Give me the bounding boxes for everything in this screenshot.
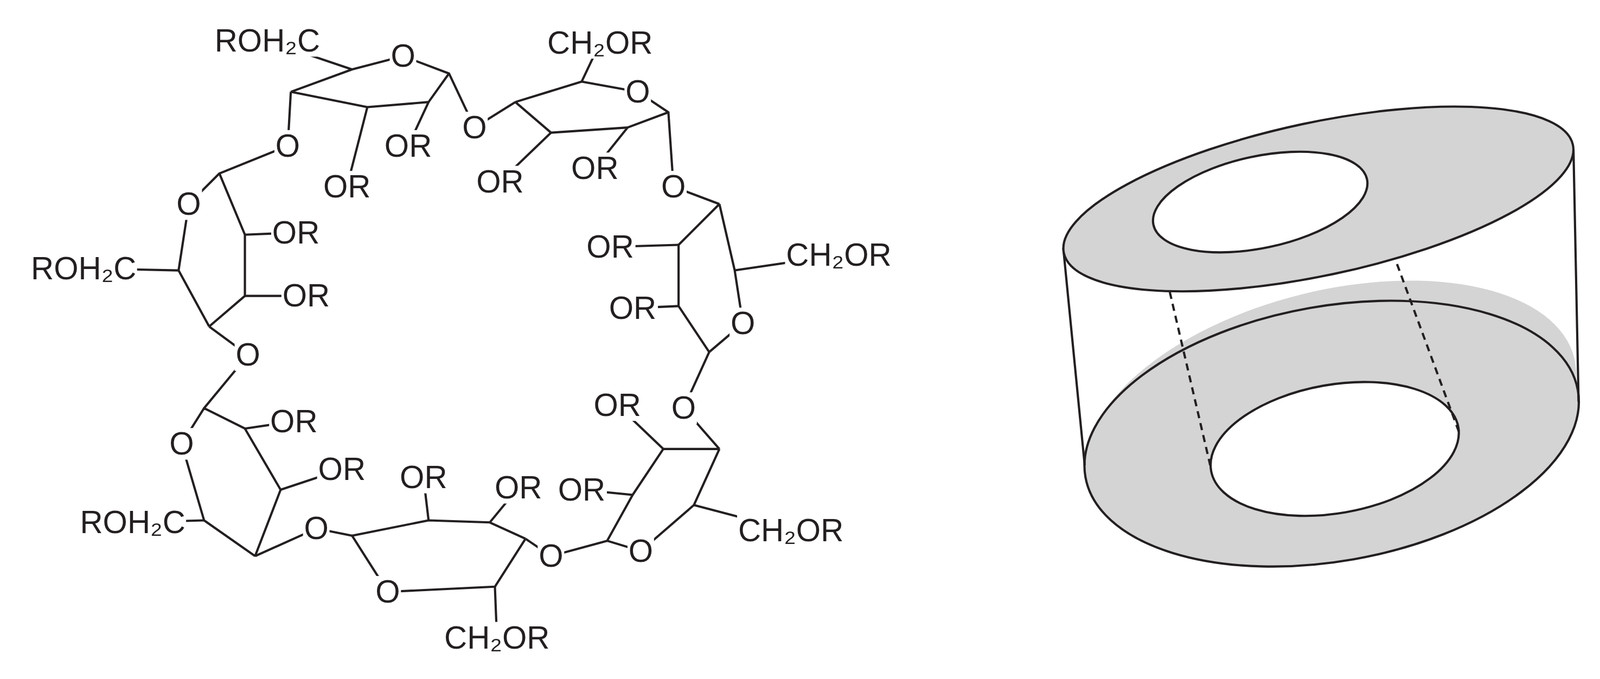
glucose-ring: [606, 449, 720, 552]
atom-label: OR: [271, 216, 321, 249]
atom-label: O: [234, 339, 262, 371]
atom-label: OR: [592, 389, 643, 421]
cone-side: [1063, 247, 1085, 466]
cone-top-opening: [1143, 134, 1377, 270]
atom-label: O: [670, 392, 697, 424]
atom-label: O: [624, 75, 651, 108]
truncated-cone: [1047, 69, 1600, 603]
atom-label: CH₂OR: [784, 239, 893, 271]
atom-label: OR: [281, 279, 331, 312]
atom-label: OR: [398, 461, 448, 494]
atom-label: OR: [493, 471, 543, 504]
atom-label: OR: [322, 170, 372, 203]
cone-bottom-opening: [1199, 363, 1470, 535]
cone-bottom-rim: [1063, 264, 1600, 603]
atom-label: OR: [383, 130, 433, 162]
atom-label: O: [374, 576, 401, 608]
glucose-ring: [181, 408, 281, 557]
atom-label: CH₂OR: [737, 514, 845, 547]
atom-label: O: [389, 40, 417, 72]
atom-label: OR: [269, 405, 319, 438]
atom-label: OR: [475, 165, 525, 198]
atom-label: OR: [557, 474, 607, 506]
atom-label: O: [537, 540, 565, 572]
cone-side: [1573, 150, 1579, 403]
skeletal-bonds: [83, 40, 839, 638]
atom-label: O: [303, 512, 330, 544]
atom-label: O: [660, 170, 687, 203]
atom-label: OR: [585, 231, 635, 263]
atom-label: ROH₂C: [29, 252, 138, 285]
atom-label: O: [729, 307, 757, 339]
atom-label: ROH₂C: [79, 506, 187, 539]
atom-label: O: [168, 427, 195, 460]
atom-label: ROH₂C: [213, 24, 322, 57]
atom-label: CH₂OR: [546, 27, 654, 59]
atom-label: O: [627, 535, 655, 567]
atom-label: CH₂OR: [443, 622, 551, 654]
glucose-ring: [290, 55, 450, 107]
atom-label: OR: [608, 292, 658, 324]
atom-label: O: [461, 111, 488, 144]
atom-label: OR: [570, 152, 620, 184]
atom-label: O: [274, 130, 302, 162]
atom-label: OR: [317, 453, 367, 485]
atom-label: O: [175, 188, 202, 220]
cone-top-rim: [1047, 69, 1589, 329]
